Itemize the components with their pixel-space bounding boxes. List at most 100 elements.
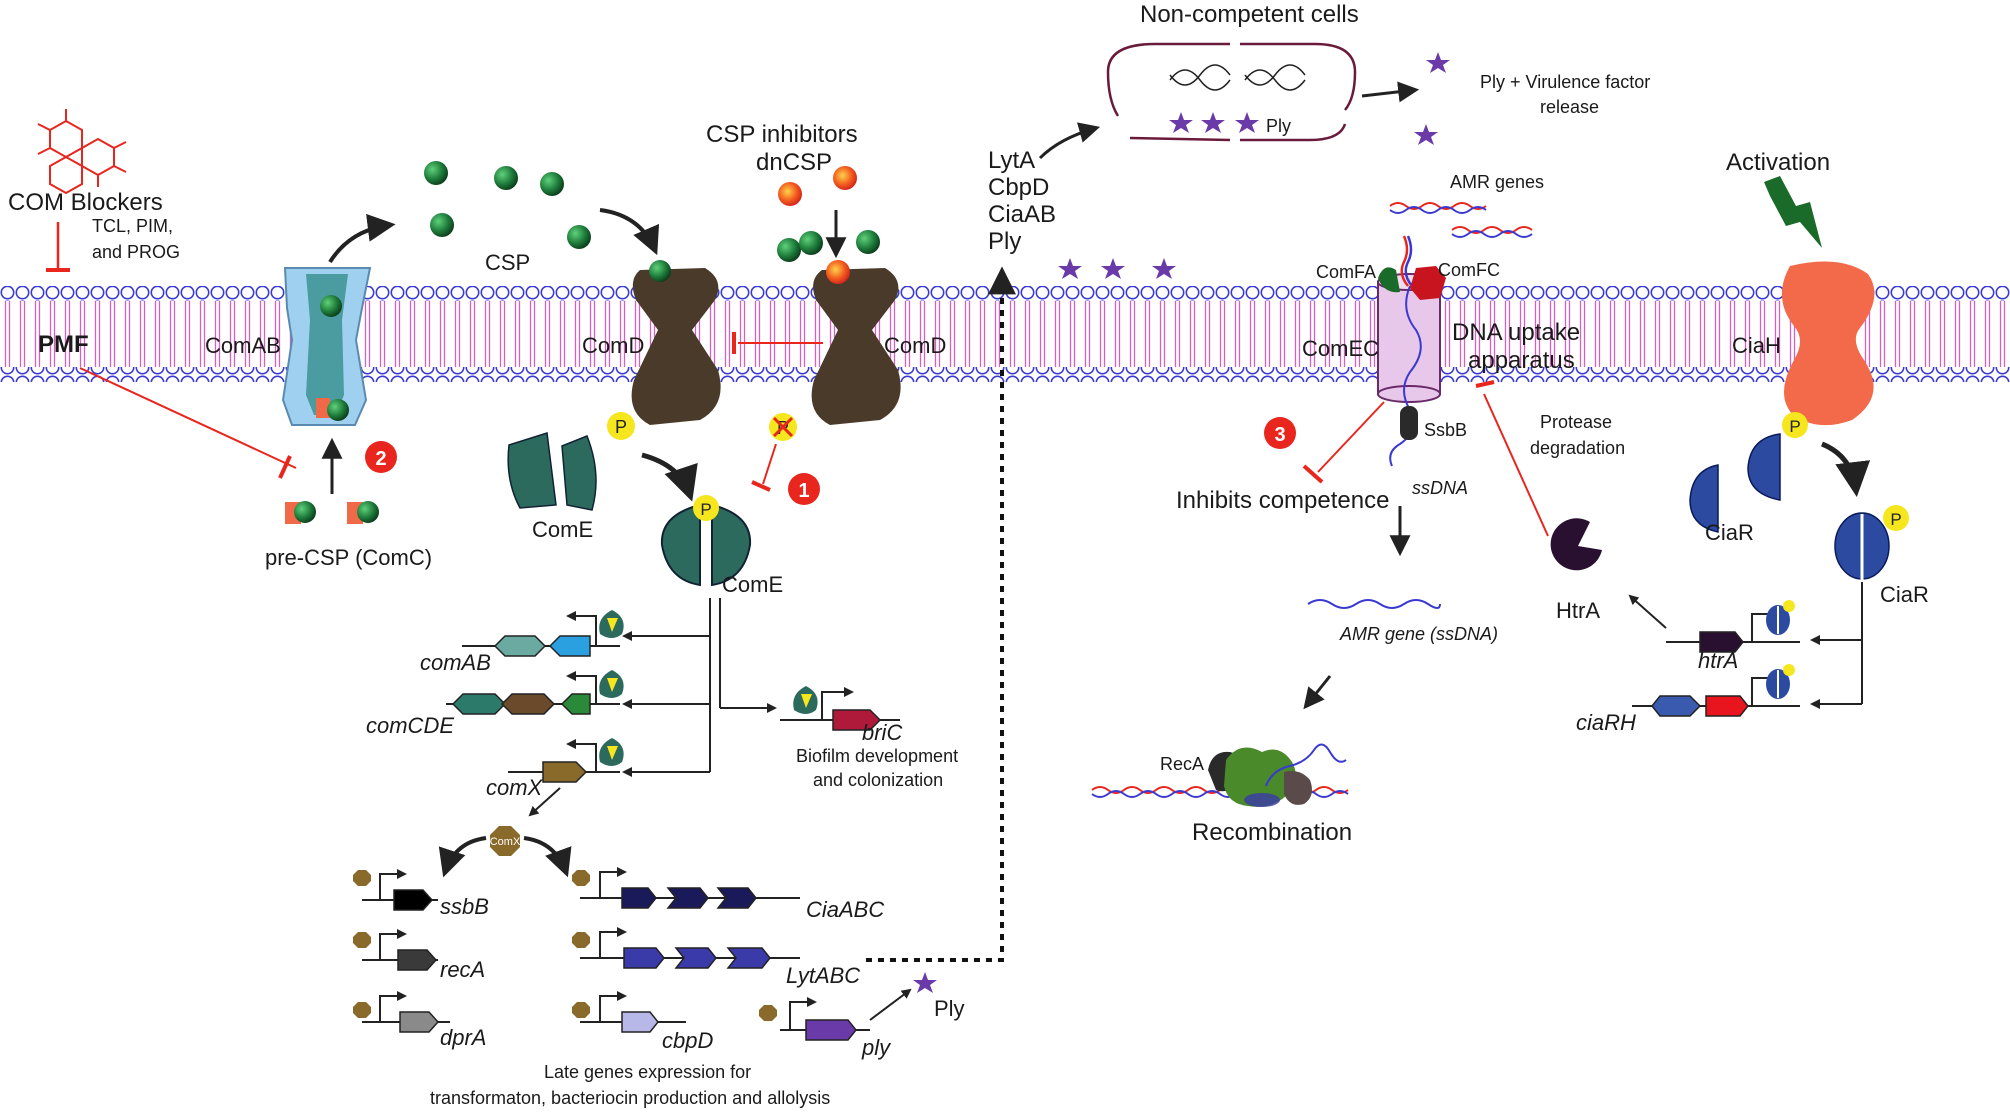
incoming-dsdna bbox=[1400, 235, 1409, 287]
released-ply-stars bbox=[1058, 52, 1450, 279]
comd-receptor-right bbox=[811, 268, 901, 425]
ssdna-label: ssDNA bbox=[1412, 478, 1468, 498]
phosphorylation-arrow bbox=[641, 452, 698, 502]
comfa-protein bbox=[1378, 267, 1400, 293]
phospho-comd-label: P bbox=[615, 417, 627, 437]
ciar-monomers bbox=[1689, 433, 1781, 533]
biofilm-label-2: and colonization bbox=[813, 770, 943, 790]
reca-label: RecA bbox=[1160, 754, 1204, 774]
ssbb-protein-label: SsbB bbox=[1424, 420, 1467, 440]
csp-inhibitors-label: CSP inhibitors bbox=[706, 121, 858, 148]
recombination-arrow bbox=[1303, 675, 1332, 710]
ciar-phospho-arrow bbox=[1820, 441, 1871, 497]
late-genes-label: Late genes expression for bbox=[544, 1062, 751, 1082]
comcde-operon bbox=[446, 670, 624, 715]
ciar-label-2: CiaR bbox=[1880, 582, 1929, 607]
ciar-label-1: CiaR bbox=[1705, 520, 1754, 545]
csp-label: CSP bbox=[485, 250, 530, 275]
non-competent-label: Non-competent cells bbox=[1140, 1, 1359, 28]
ciah-kinase bbox=[1781, 261, 1875, 426]
phospho-ciar bbox=[1883, 505, 1909, 531]
amr-genes-label: AMR genes bbox=[1450, 172, 1544, 192]
amr-dna-fragments bbox=[1389, 202, 1533, 238]
phospho-come-label: P bbox=[700, 500, 711, 519]
htra-gene bbox=[1666, 600, 1800, 653]
dpra-gene bbox=[353, 991, 450, 1033]
ply-release-label-2: release bbox=[1540, 97, 1599, 117]
ply-release-label: Ply + Virulence factor bbox=[1480, 72, 1650, 92]
ciar-regulon-lines bbox=[1810, 582, 1863, 709]
come-right-label: ComE bbox=[722, 572, 783, 597]
dna-helices bbox=[1169, 64, 1306, 91]
ply-release-path bbox=[866, 266, 1016, 962]
pmf-label: PMF bbox=[38, 331, 89, 358]
activation-label: Activation bbox=[1726, 149, 1830, 176]
com-blocker-molecule bbox=[37, 109, 127, 195]
pre-csp-label: pre-CSP (ComC) bbox=[265, 545, 432, 570]
dna-uptake-label-2: apparatus bbox=[1468, 347, 1575, 374]
phospho-come bbox=[693, 495, 719, 521]
comec-label: ComEC bbox=[1302, 336, 1379, 361]
comd-cross-inhibition bbox=[732, 332, 823, 354]
csp-bound bbox=[649, 260, 671, 282]
ssbb-gene bbox=[353, 869, 438, 911]
gene-htra-label: htrA bbox=[1698, 648, 1738, 673]
phospho-comd bbox=[607, 412, 635, 440]
ciah-label: CiaH bbox=[1732, 333, 1781, 358]
csp-binding-arrow bbox=[599, 208, 660, 256]
bric-gene bbox=[780, 686, 900, 731]
gene-ciarh-label: ciaRH bbox=[1576, 710, 1636, 735]
comd-phospho-inhibition bbox=[751, 443, 777, 492]
phospho-ciah bbox=[1782, 412, 1808, 438]
comd-receptor-left bbox=[631, 268, 721, 425]
cbpd-top-label: CbpD bbox=[988, 174, 1049, 201]
come-left-label: ComE bbox=[532, 517, 593, 542]
htra-expression-arrow bbox=[1628, 594, 1667, 629]
release-arrow bbox=[1361, 81, 1420, 103]
gene-comx-label: comX bbox=[486, 775, 544, 800]
activation-bolt bbox=[1764, 176, 1822, 248]
gene-dpra-label: dprA bbox=[440, 1025, 486, 1050]
competence-inhibition-line bbox=[1302, 401, 1385, 484]
ply-in-cell-label: Ply bbox=[1266, 116, 1291, 136]
comx-translation-arrow bbox=[528, 787, 561, 817]
amr-gene-ssdna-label: AMR gene (ssDNA) bbox=[1339, 624, 1498, 644]
com-blocker-drugs-label-2: and PROG bbox=[92, 242, 180, 262]
come-regulon-lines bbox=[622, 598, 777, 777]
comx-arrow-left bbox=[438, 836, 487, 878]
ciaabc-operon bbox=[572, 867, 800, 909]
comd-left-label: ComD bbox=[582, 333, 644, 358]
cbpd-gene bbox=[572, 991, 686, 1033]
invading-strand bbox=[1265, 743, 1347, 787]
comx-protein bbox=[490, 826, 520, 856]
htra-protein bbox=[1550, 518, 1602, 571]
export-arrow bbox=[328, 213, 396, 264]
com-blockers-label: COM Blockers bbox=[8, 189, 163, 216]
protease-inhibition-line bbox=[1475, 380, 1549, 537]
comfc-label: ComFC bbox=[1438, 260, 1500, 280]
ply-gene bbox=[759, 997, 870, 1041]
come-monomers bbox=[507, 432, 597, 511]
ply-product-label: Ply bbox=[934, 996, 965, 1021]
reca-complex bbox=[1208, 747, 1312, 807]
recombination-label: Recombination bbox=[1192, 819, 1352, 846]
ciaab-top-label: CiaAB bbox=[988, 201, 1056, 228]
pmf-inhibition-line bbox=[79, 367, 297, 479]
gene-comcde-label: comCDE bbox=[366, 713, 454, 738]
comab-label: ComAB bbox=[205, 333, 281, 358]
com-blocker-drugs-label: TCL, PIM, bbox=[92, 216, 173, 236]
come-dimer-active bbox=[660, 503, 752, 587]
lyta-label: LytA bbox=[988, 147, 1035, 174]
gene-cbpd-label: cbpD bbox=[662, 1028, 713, 1053]
blocker-inhibition-line bbox=[46, 222, 70, 272]
amr-ssdna bbox=[1307, 599, 1441, 609]
gene-lytabc-label: LytABC bbox=[786, 963, 860, 988]
dncsp-bound bbox=[826, 260, 850, 284]
step-3-number: 3 bbox=[1274, 424, 1285, 446]
ply-top-label: Ply bbox=[988, 228, 1021, 255]
pre-csp-molecules bbox=[285, 501, 379, 524]
protease-label-2: degradation bbox=[1530, 438, 1625, 458]
ciar-dimer-active bbox=[1834, 512, 1890, 580]
ciarh-operon bbox=[1632, 664, 1800, 717]
